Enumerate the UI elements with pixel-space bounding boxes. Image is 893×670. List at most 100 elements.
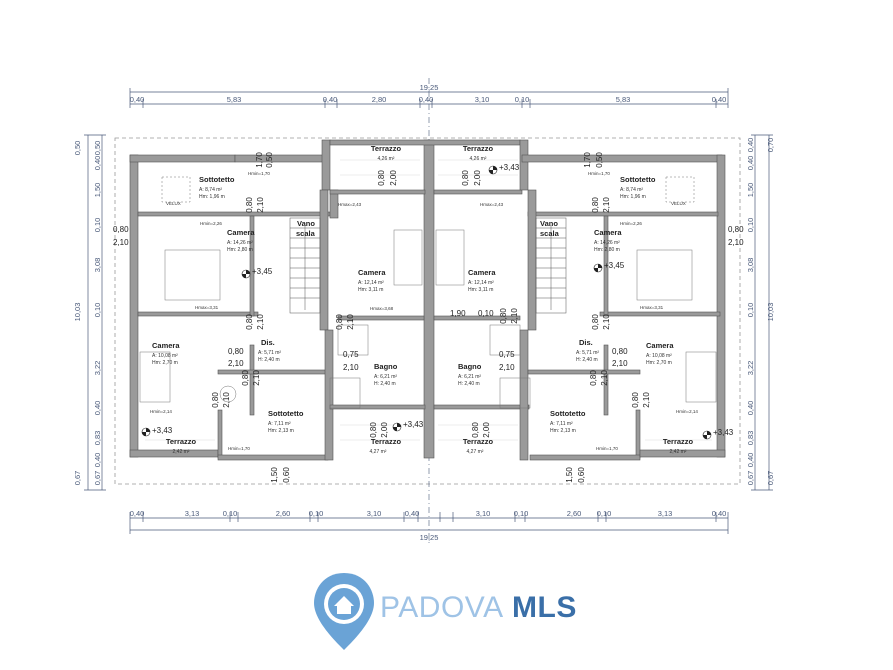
- dim-left-9: 0,40: [93, 401, 102, 416]
- opening-labels: 0,80 2,10 0,80 2,10 0,80 2,10 0,80 2,10 …: [113, 152, 744, 483]
- op-v-25: 0,80: [211, 392, 220, 408]
- bath-fixture-left: [337, 324, 369, 356]
- camera-r2-name: Camera: [468, 268, 496, 277]
- op-v-34: 0,60: [282, 467, 291, 483]
- camera-r3-area: A: 10,08 m²: [646, 353, 672, 359]
- camera-l2-area: A: 12,14 m²: [358, 280, 384, 286]
- op-left-080: 0,80: [113, 225, 129, 234]
- dim-left-total: 10,03: [73, 303, 82, 322]
- op-v-13: 0,80: [245, 314, 254, 330]
- sottotetto-bl-area: A: 7,11 m²: [268, 421, 291, 427]
- bagno-l-name: Bagno: [374, 362, 398, 371]
- camera-r3-name: Camera: [646, 341, 674, 350]
- bed-right-1: [636, 249, 693, 301]
- terrazzo-bml-area: 4,27 m²: [370, 449, 387, 455]
- dim-right-13: 0,67: [766, 471, 775, 486]
- op-v-28: 2,10: [642, 392, 651, 408]
- dis-l-area: A: 5,71 m²: [258, 350, 281, 356]
- terrazzo-br-area: 2,42 m²: [670, 449, 687, 455]
- bagno-l-area: A: 6,21 m²: [374, 374, 397, 380]
- dim-right-1: 0,40: [746, 138, 755, 153]
- hmin-226-left: Hmin=2,26: [200, 221, 222, 226]
- dim-right-6: 3,08: [746, 258, 755, 273]
- dim-bottom-6: 3,10: [367, 509, 382, 518]
- camera-l2-name: Camera: [358, 268, 386, 277]
- terrazzo-tr-area: 4,26 m²: [470, 156, 487, 162]
- dim-bottom-11: 0,10: [597, 509, 612, 518]
- sottotetto-tr-area: A: 8,74 m²: [620, 187, 643, 193]
- camera-l3-name: Camera: [152, 341, 180, 350]
- logo-text-mls: MLS: [512, 591, 577, 624]
- level-marker-icon: [593, 263, 603, 273]
- dim-left-8: 3,22: [93, 361, 102, 376]
- dim-left-3: 0,40: [93, 156, 102, 171]
- dim-top-9: 0,40: [712, 95, 727, 104]
- dim-top-2: 5,83: [227, 95, 242, 104]
- dim-right-4: 1,50: [746, 183, 755, 198]
- camera-r3-height: Hm: 2,70 m: [646, 360, 672, 366]
- vano-l-name2: scala: [296, 229, 316, 238]
- dim-bottom-5: 0,10: [309, 509, 324, 518]
- dim-top-7: 0,10: [515, 95, 530, 104]
- hmin-170-br: Hmin=1,70: [596, 446, 618, 451]
- dim-bottom-1: 0,40: [130, 509, 145, 518]
- dim-right-12: 0,67: [746, 471, 755, 486]
- camera-l1-height: Hm: 2,80 m: [227, 247, 253, 253]
- hmin-214-right: Hmin=2,14: [676, 409, 698, 414]
- sottotetto-tr-name: Sottotetto: [620, 175, 656, 184]
- sottotetto-bl-name: Sottotetto: [268, 409, 304, 418]
- dim-bottom-7: 0,40: [405, 509, 420, 518]
- dim-right-9: 0,40: [746, 401, 755, 416]
- left-dimension-labels: 0,50 0,50 0,40 1,50 0,10 3,08 0,10 10,03…: [73, 141, 102, 486]
- camera-l2-height: Hm: 3,11 m: [358, 287, 383, 293]
- camera-r1-area: A: 14,26 m²: [594, 240, 620, 246]
- camera-l1-area: A: 14,26 m²: [227, 240, 253, 246]
- bagno-l-height: H: 2,40 m: [374, 381, 396, 387]
- op-v-6: 2,00: [389, 170, 398, 186]
- vano-l-name1: Vano: [297, 219, 315, 228]
- op-bagno-r-075: 0,75: [499, 350, 515, 359]
- op-v-7: 0,80: [461, 170, 470, 186]
- velux-left: [161, 176, 191, 203]
- dim-bottom-4: 2,60: [276, 509, 291, 518]
- dim-right-11: 0,40: [746, 453, 755, 468]
- op-v-23: 0,80: [589, 370, 598, 386]
- terrazzo-bl-name: Terrazzo: [166, 437, 197, 446]
- bath-fixture-right: [489, 324, 521, 356]
- dim-right-2: 0,70: [766, 138, 775, 153]
- bed-left-2: [139, 351, 171, 403]
- dis-l-height: H: 2,40 m: [258, 357, 280, 363]
- sottotetto-tl-area: A: 8,74 m²: [199, 187, 222, 193]
- sottotetto-br-name: Sottotetto: [550, 409, 586, 418]
- level-top-center: +3,43: [499, 163, 520, 172]
- dim-left-6: 3,08: [93, 258, 102, 273]
- op-v-29: 0,80: [369, 422, 378, 438]
- vano-r-name1: Vano: [540, 219, 558, 228]
- terrazzo-tl-area: 4,26 m²: [378, 156, 395, 162]
- level-marker-icon: [241, 269, 251, 279]
- camera-r1-height: Hm: 2,80 m: [594, 247, 620, 253]
- op-v-19: 0,80: [591, 314, 600, 330]
- op-v-21: 0,80: [241, 370, 250, 386]
- dim-left-2: 0,50: [93, 141, 102, 156]
- dis-r-name: Dis.: [579, 338, 593, 347]
- terrazzo-tl-name: Terrazzo: [371, 144, 402, 153]
- dim-right-8: 3,22: [746, 361, 755, 376]
- velux-label-left: VELUX: [166, 201, 181, 206]
- level-bottom-center: +3,43: [403, 420, 424, 429]
- op-v-9: 0,80: [245, 197, 254, 213]
- op-v-24: 2,10: [600, 370, 609, 386]
- logo-text-padova: PADOVA: [380, 591, 504, 624]
- camera-r2-area: A: 12,14 m²: [468, 280, 494, 286]
- velux-right: [665, 176, 695, 203]
- op-v-10: 2,10: [256, 197, 265, 213]
- op-v-3: 1,70: [583, 152, 592, 168]
- dim-right-7: 0,10: [746, 303, 755, 318]
- hmax-368: Hmax=3,68: [370, 306, 394, 311]
- op-v-17: 0,80: [499, 308, 508, 324]
- dim-left-13: 0,67: [93, 471, 102, 486]
- op-v-16: 2,10: [346, 314, 355, 330]
- dim-bottom-10: 2,60: [567, 509, 582, 518]
- dim-right-total: 10,03: [766, 303, 775, 322]
- hmin-170-bl: Hmin=1,70: [228, 446, 250, 451]
